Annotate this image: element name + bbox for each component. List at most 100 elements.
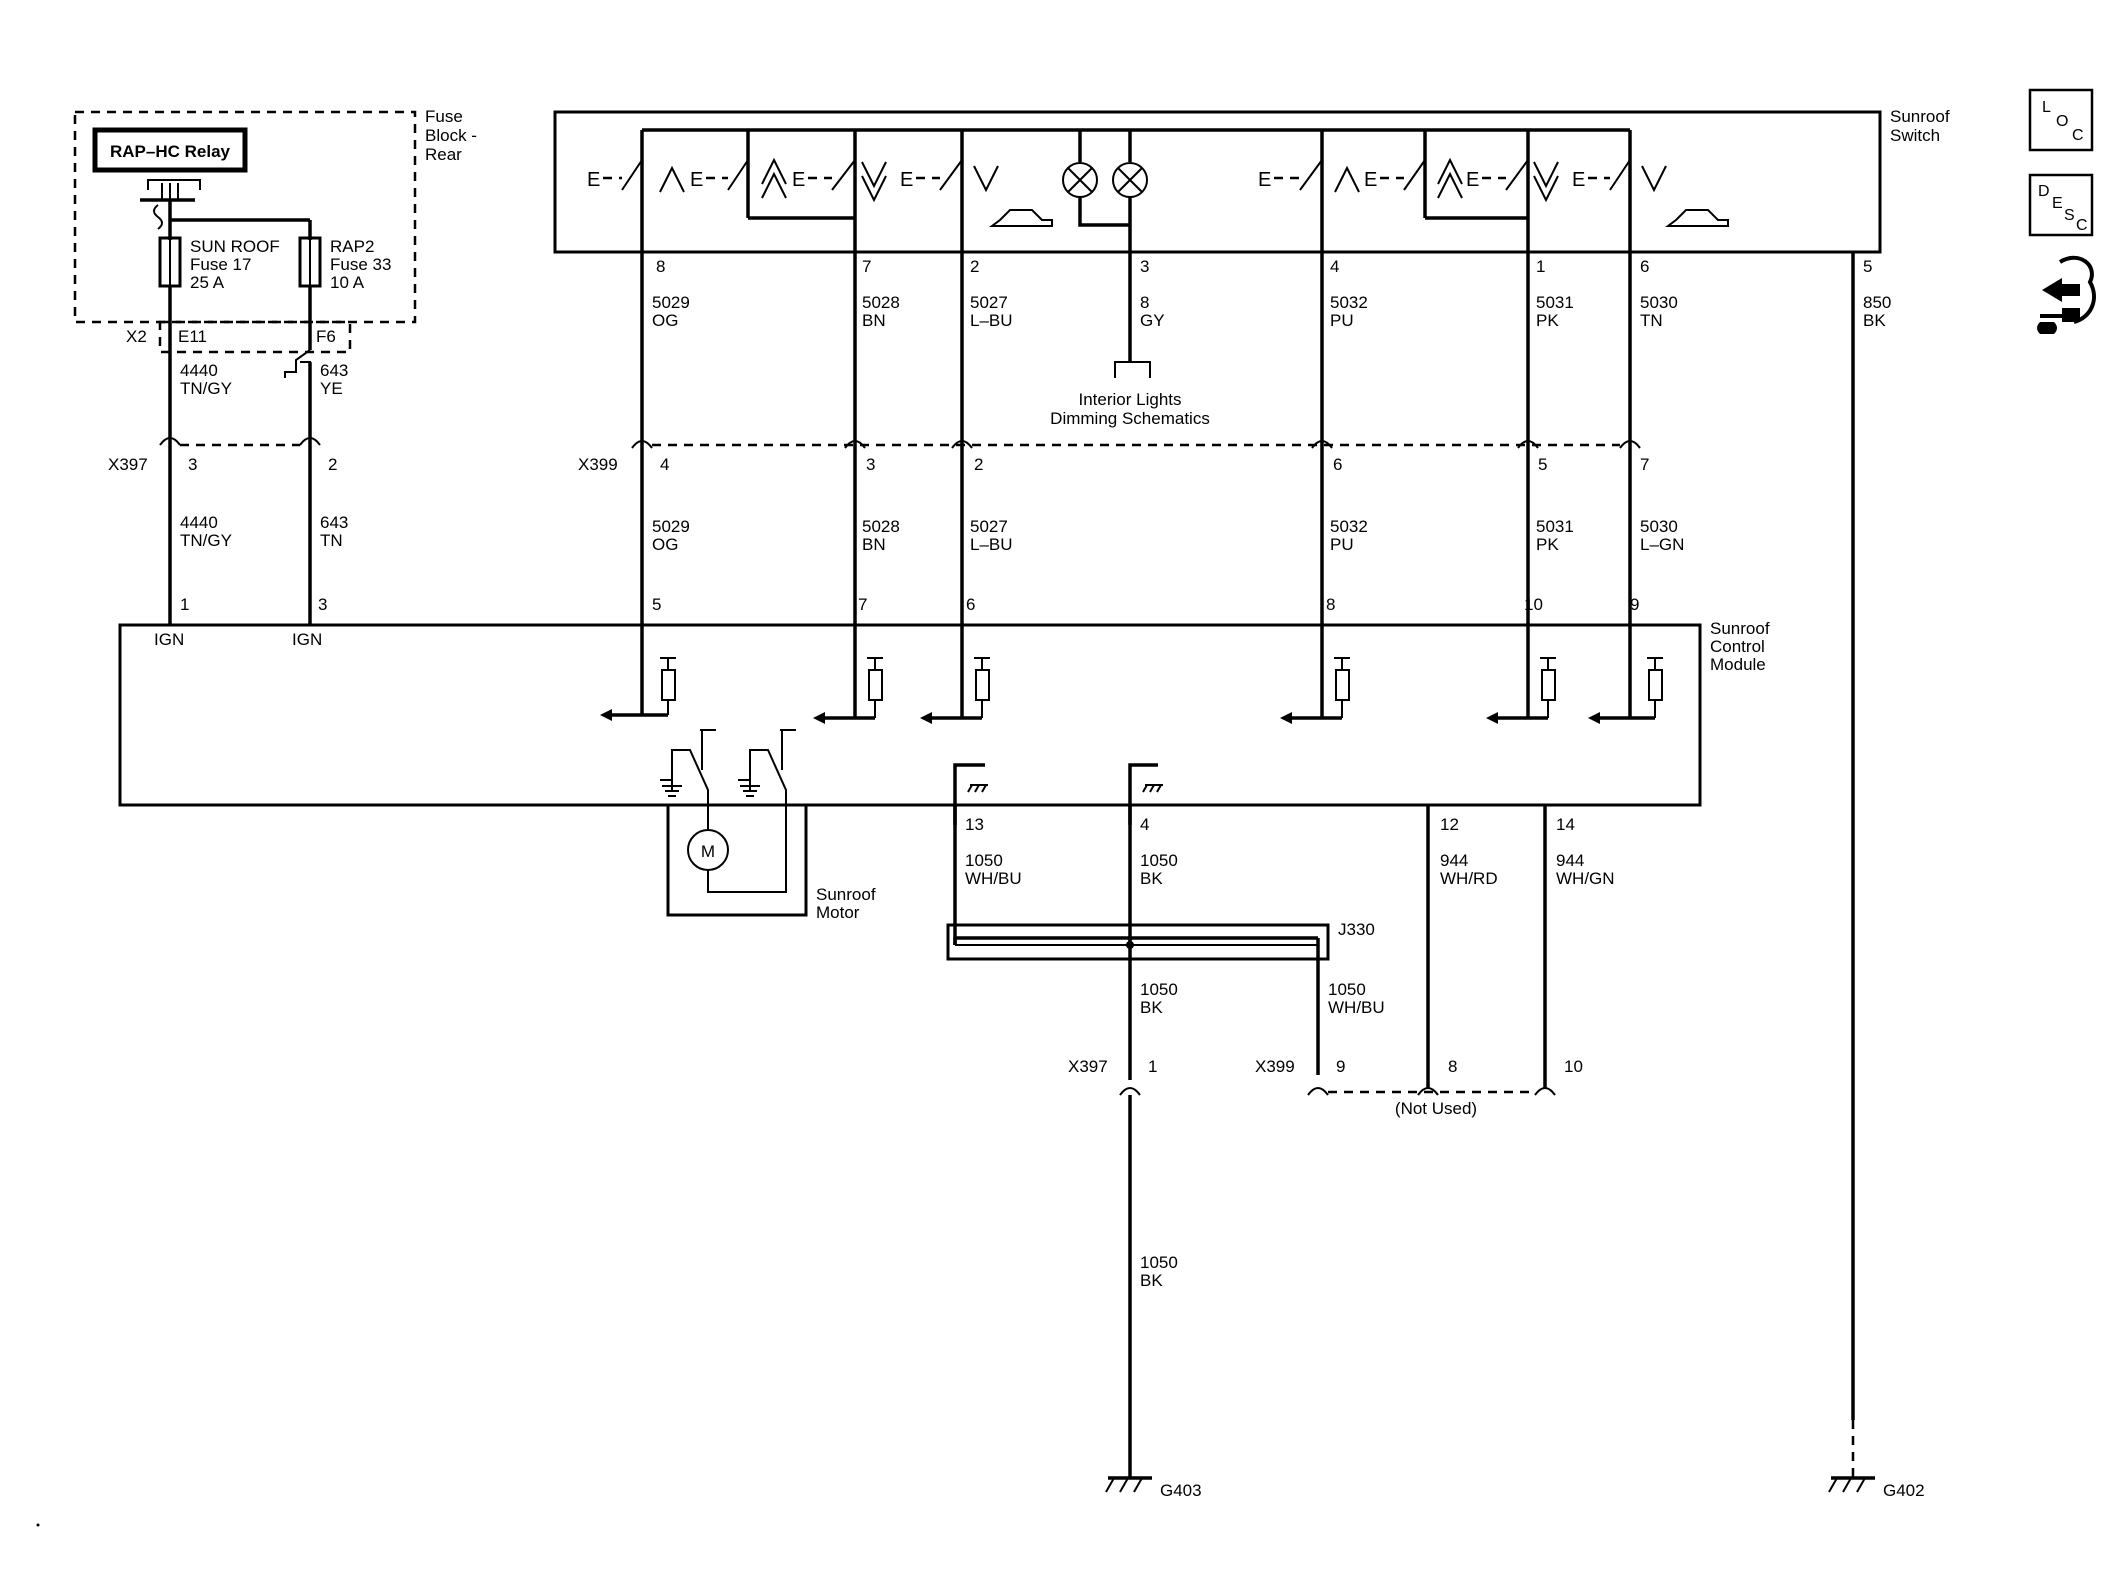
circuit-number: 8 <box>1140 293 1149 312</box>
circuit-number: 5028 <box>862 293 900 312</box>
bottom-wire-labels: 1050 WH/BU 1050 BK 944 WH/RD 944 WH/GN <box>965 851 1615 888</box>
x399-wire-circuit: 5032 <box>1330 517 1368 536</box>
x2-connector <box>158 320 352 354</box>
x397-bottom-pin: 1 <box>1148 1057 1157 1076</box>
module-pin: 4 <box>1140 815 1149 834</box>
ground-wire-circuit: 1050 <box>1140 1253 1178 1272</box>
splice-out2-color: WH/BU <box>1328 998 1385 1017</box>
input-circuit <box>813 657 883 724</box>
wire-color: BK <box>1140 869 1163 888</box>
relay-label: RAP–HC Relay <box>110 142 231 161</box>
svg-text:E: E <box>587 169 600 191</box>
fuse-block-title-1: Fuse <box>425 107 463 126</box>
module-pin: 3 <box>318 595 327 614</box>
fuse1-number: Fuse 17 <box>190 255 251 274</box>
circuit-number: 5032 <box>1330 293 1368 312</box>
ground-wire-color: BK <box>1140 1271 1163 1290</box>
x399-top-pin: 4 <box>660 455 669 474</box>
circuit-color: PU <box>1330 311 1354 330</box>
svg-text:E: E <box>1466 169 1479 191</box>
circuit-number: 5031 <box>1536 293 1574 312</box>
module-pin: 9 <box>1630 595 1639 614</box>
x2-label: X2 <box>126 327 147 346</box>
x399-top-pin: 3 <box>866 455 875 474</box>
switch-contacts-right: E E E E <box>1258 157 1729 227</box>
circuit-color: BN <box>862 311 886 330</box>
wire-color: WH/GN <box>1556 869 1615 888</box>
sunroof-switch: Sunroof Switch E E E E <box>553 107 1950 254</box>
switch-pin: 7 <box>862 257 871 276</box>
module-pin: 5 <box>652 595 661 614</box>
loc-button[interactable]: L O C <box>2028 88 2094 152</box>
loc-letter: O <box>2056 113 2068 130</box>
x399-top-pin: 6 <box>1333 455 1342 474</box>
switch-title-1: Sunroof <box>1890 107 1950 126</box>
x397-top-connector: X397 3 2 <box>108 437 337 474</box>
fuse-block: Fuse Block - Rear RAP–HC Relay SUN ROOF … <box>73 107 477 430</box>
interior-lights-ref-2: Dimming Schematics <box>1050 409 1210 428</box>
fuse-wire2-circuit: 643 <box>320 361 348 380</box>
sunroof-motor: M Sunroof Motor <box>666 803 876 922</box>
x399-top-connector: X399 4 3 2 6 5 7 <box>578 440 1649 474</box>
desc-letter: D <box>2038 183 2050 200</box>
x399-wire-color: L–BU <box>970 535 1013 554</box>
module-pin: 12 <box>1440 815 1459 834</box>
x399-bottom-label: X399 <box>1255 1057 1295 1076</box>
module-title-2: Control <box>1710 637 1765 656</box>
x397-wire-color: TN/GY <box>180 531 232 550</box>
x397-bottom-label: X397 <box>1068 1057 1108 1076</box>
input-circuit <box>920 657 990 724</box>
svg-text:E: E <box>1572 169 1585 191</box>
sunroof-switch-outline <box>553 110 1882 254</box>
module-title-3: Module <box>1710 655 1766 674</box>
x399-wire-color: OG <box>652 535 678 554</box>
motor-relay-circuit <box>660 729 796 810</box>
motor-outline <box>666 803 808 917</box>
not-used-note: (Not Used) <box>1395 1099 1477 1118</box>
splice-out1-color: BK <box>1140 998 1163 1017</box>
x399-wire-circuit: 5029 <box>652 517 690 536</box>
svg-text:E: E <box>792 169 805 191</box>
module-pin: 1 <box>180 595 189 614</box>
switch-pins: 8 7 2 3 4 1 6 5 <box>656 257 1872 276</box>
x399-top-label: X399 <box>578 455 618 474</box>
desc-letter: C <box>2076 217 2088 234</box>
x399-top-pin: 5 <box>1538 455 1547 474</box>
motor-title-1: Sunroof <box>816 885 876 904</box>
desc-letter: E <box>2052 195 2063 212</box>
ground-label: G402 <box>1883 1481 1925 1500</box>
loc-letter: L <box>2042 99 2051 116</box>
circuit-color: OG <box>652 311 678 330</box>
page-reference-symbol <box>1114 361 1151 378</box>
switch-pin: 4 <box>1330 257 1339 276</box>
ign-label: IGN <box>292 630 322 649</box>
module-pin: 14 <box>1556 815 1575 834</box>
x399-top-pin: 2 <box>974 455 983 474</box>
x399-wire-color: PK <box>1536 535 1559 554</box>
corner-mark <box>36 1523 40 1527</box>
switch-pin: 5 <box>1863 257 1872 276</box>
circuit-color: BK <box>1863 311 1886 330</box>
fuse-wire2-color: YE <box>320 379 343 398</box>
splice-label: J330 <box>1338 920 1375 939</box>
motor-title-2: Motor <box>816 903 860 922</box>
splice-outline <box>946 923 1330 961</box>
module-title-1: Sunroof <box>1710 619 1770 638</box>
module-pin: 8 <box>1326 595 1335 614</box>
ground-g403: G403 <box>1105 1476 1202 1500</box>
input-circuit <box>600 657 676 721</box>
switch-pin: 1 <box>1536 257 1545 276</box>
ground-g402: G402 <box>1828 1476 1925 1500</box>
fuse1-rating: 25 A <box>190 273 225 292</box>
desc-button[interactable]: D E S C <box>2028 173 2094 237</box>
fuse-block-title-2: Block - <box>425 126 477 145</box>
x399-top-pin: 7 <box>1640 455 1649 474</box>
x399-wire-circuit: 5028 <box>862 517 900 536</box>
x397-top-pin: 2 <box>328 455 337 474</box>
x399-wire-color: BN <box>862 535 886 554</box>
interior-lights-ref-1: Interior Lights <box>1079 390 1182 409</box>
switch-title-2: Switch <box>1890 126 1940 145</box>
connector-tool-icon[interactable] <box>2037 255 2096 334</box>
x397-bottom-connector: X397 1 <box>1068 1057 1157 1096</box>
